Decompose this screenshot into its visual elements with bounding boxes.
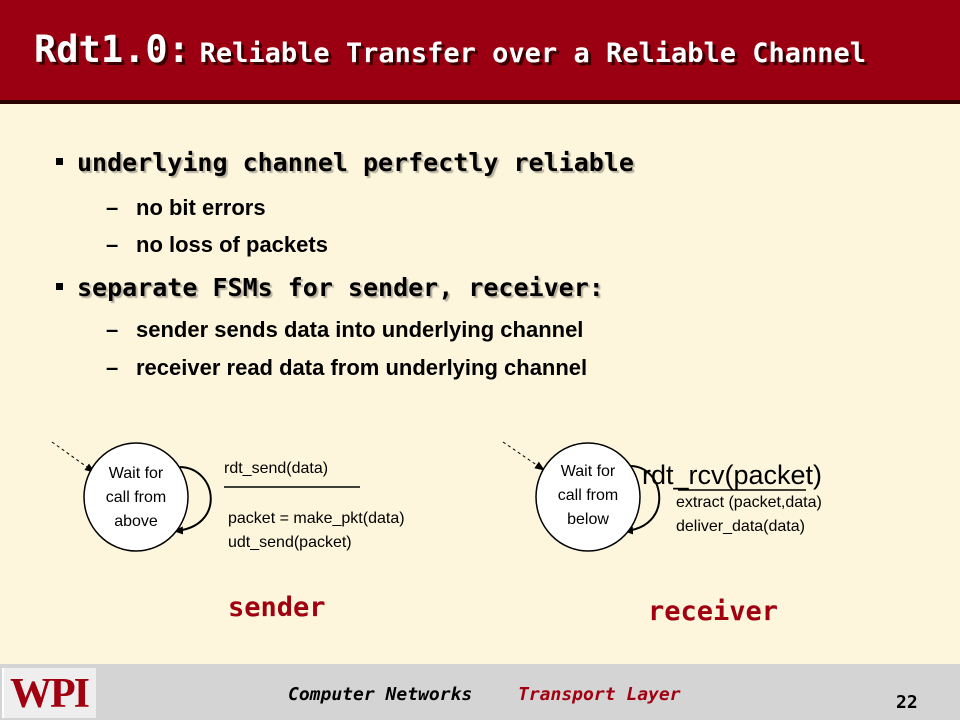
title-bar [0,0,960,104]
footer-bar [0,664,960,720]
wpi-logo-text: WPI [10,671,90,717]
sub-item-1-1-text: no bit errors [136,195,266,220]
sender-fsm [51,441,360,552]
receiver-label: receiver [648,596,779,627]
receiver-state-label: Wait for call from below [538,460,638,532]
dash-icon: – [106,355,119,380]
receiver-state-line-3: below [567,511,609,528]
dash-icon: – [106,232,119,257]
footer-topic: Transport Layer [518,684,681,705]
dash-icon: – [106,195,119,220]
bullet-2-text: separate FSMs for sender, receiver: [77,273,604,302]
sub-item-1-1: –no bit errors [106,195,266,221]
sub-item-1-2: –no loss of packets [106,232,328,258]
bullet-1: underlying channel perfectly reliable [56,148,634,177]
receiver-event: rdt_rcv(packet) [642,460,823,490]
footer-course: Computer Networks [288,684,473,705]
sender-event: rdt_send(data) [224,460,329,477]
sender-state-circle [83,442,189,552]
receiver-action-2: deliver_data(data) [676,518,805,535]
slide-title: Rdt1.0: Reliable Transfer over a Reliabl… [34,28,866,71]
receiver-self-loop [623,465,661,535]
sender-initial-arrow [51,441,95,473]
receiver-action-1: extract (packet,data) [676,494,822,511]
sender-state-line-1: Wait for [108,465,164,482]
bullet-1-text: underlying channel perfectly reliable [77,148,634,177]
bullet-2: separate FSMs for sender, receiver: [56,273,604,302]
sender-state-line-3: above [114,513,158,530]
sender-state-line-2: call from [105,489,167,506]
sub-item-2-2: –receiver read data from underlying chan… [106,355,587,381]
sender-label: sender [228,592,326,623]
sender-self-loop [173,466,212,535]
sub-item-2-1-text: sender sends data into underlying channe… [136,317,584,342]
receiver-state-circle [535,442,641,552]
receiver-initial-arrow [502,441,545,471]
page-number: 22 [896,692,918,713]
receiver-fsm [502,441,806,552]
sender-state-label: Wait for call from above [86,462,186,534]
sub-item-1-2-text: no loss of packets [136,232,328,257]
wpi-logo: WPI [2,668,96,718]
bullet-square-icon [56,282,63,290]
slide-title-sub: Reliable Transfer over a Reliable Channe… [199,38,867,69]
receiver-state-line-1: Wait for [560,463,616,480]
sub-item-2-1: –sender sends data into underlying chann… [106,317,583,343]
dash-icon: – [106,317,119,342]
sub-item-2-2-text: receiver read data from underlying chann… [136,355,588,380]
sender-action-1: packet = make_pkt(data) [228,510,405,527]
receiver-state-line-2: call from [557,487,619,504]
slide-title-main: Rdt1.0: [34,28,190,71]
bullet-square-icon [56,157,63,165]
sender-action-2: udt_send(packet) [228,534,352,551]
